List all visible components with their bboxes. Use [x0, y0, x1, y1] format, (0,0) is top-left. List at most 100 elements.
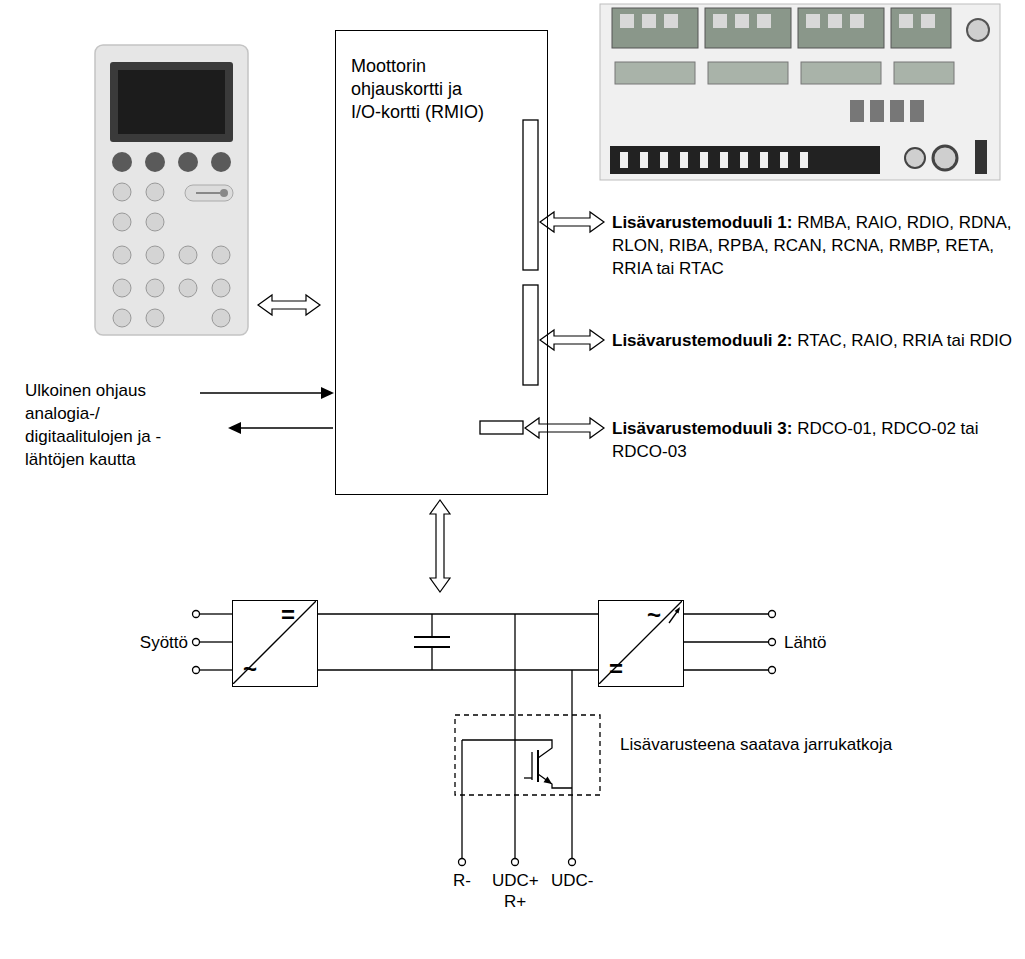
- option-module: [850, 100, 864, 122]
- brake-chopper-label: Lisävarusteena saatava jarrukatkoja: [620, 735, 892, 754]
- output-label: Lähtö: [784, 633, 827, 652]
- control-panel: [112, 152, 132, 172]
- capacitor-symbol: [431, 647, 432, 670]
- option-module: [828, 14, 842, 28]
- option-module: [735, 14, 749, 28]
- control-panel: [113, 183, 131, 201]
- power-wire: [769, 639, 776, 646]
- double-arrow: [525, 418, 604, 438]
- option-module: [610, 146, 880, 174]
- option-module: [850, 14, 864, 28]
- supply-label: Syöttö: [90, 631, 188, 654]
- variable-arrow: [675, 607, 681, 614]
- option-module: [600, 4, 1000, 180]
- option-slot: [480, 421, 523, 434]
- option-module: [660, 152, 668, 168]
- capacitor-symbol: [414, 636, 450, 638]
- control-panel: [113, 279, 131, 297]
- option-module: [967, 19, 989, 41]
- control-panel: [95, 45, 248, 335]
- brake-chopper: [537, 750, 539, 782]
- option-slot: [523, 120, 538, 270]
- option-module: [700, 152, 708, 168]
- option-module: [705, 8, 791, 48]
- brake-chopper: [538, 774, 572, 788]
- module-slot-title: Lisävarustemoduuli 3:: [612, 419, 792, 438]
- node-text: ~: [647, 603, 661, 627]
- brake-chopper: [455, 715, 600, 795]
- control-panel: [185, 185, 233, 201]
- power-wire: [684, 641, 768, 642]
- power-wire: [769, 667, 776, 674]
- node-text: =: [609, 657, 623, 681]
- control-panel: [118, 70, 225, 134]
- brake-chopper: [531, 752, 532, 780]
- option-module: [760, 152, 768, 168]
- double-arrow: [430, 500, 450, 592]
- control-board-box: Moottorin ohjauskortti ja I/O-kortti (RM…: [335, 30, 548, 495]
- dc-link-rail: [318, 613, 598, 614]
- brake-chopper: [455, 614, 600, 866]
- capacitor-symbol: [414, 614, 450, 670]
- option-module: [891, 8, 951, 48]
- option-module: [899, 14, 913, 28]
- module-slot-title: Lisävarustemoduuli 2:: [612, 331, 792, 350]
- power-wire: [193, 667, 200, 674]
- signal-arrow: [240, 427, 333, 429]
- signal-arrow: [200, 392, 322, 394]
- option-slot: [523, 285, 538, 385]
- control-panel: [146, 183, 164, 201]
- option-module: [615, 62, 695, 84]
- terminal-name: UDC-: [551, 869, 594, 892]
- control-panel: [113, 246, 131, 264]
- terminal-name: R+: [504, 890, 526, 913]
- control-panel: [178, 152, 198, 172]
- option-module: [870, 100, 884, 122]
- option-module: [664, 14, 678, 28]
- brake-chopper: [514, 614, 515, 858]
- node-text: =: [281, 603, 295, 627]
- converter-diagonal: [233, 601, 316, 684]
- control-panel: [110, 62, 233, 142]
- power-wire: [769, 611, 776, 618]
- option-module-label: Lisävarustemoduuli 1: RMBA, RAIO, RDIO, …: [612, 211, 1012, 280]
- power-wire: [684, 669, 768, 670]
- module-slot-title: Lisävarustemoduuli 1:: [612, 213, 792, 232]
- option-module: [708, 62, 788, 84]
- control-panel: [211, 152, 231, 172]
- dc-link-rail: [318, 669, 598, 670]
- node-text: ~: [243, 657, 257, 681]
- power-wire: [193, 639, 200, 646]
- option-module: [600, 4, 1000, 180]
- control-panel: [212, 309, 230, 327]
- node-text: Moottorin ohjauskortti ja I/O-kortti (RM…: [351, 55, 491, 124]
- terminal-name: R-: [453, 871, 471, 890]
- control-panel: [95, 45, 248, 335]
- power-wire: [200, 613, 232, 614]
- option-module: [640, 152, 648, 168]
- option-module: [780, 152, 788, 168]
- control-panel: [212, 246, 230, 264]
- control-panel: [146, 246, 164, 264]
- signal-arrow: [321, 387, 334, 399]
- brake-chopper: [544, 777, 553, 784]
- option-module: [800, 152, 808, 168]
- dc-link-rail: [318, 670, 598, 671]
- terminal-name: UDC-: [551, 871, 594, 890]
- option-module: [890, 100, 904, 122]
- control-panel: [179, 246, 197, 264]
- power-wire: [193, 611, 200, 618]
- brake-chopper: [524, 777, 532, 778]
- control-panel: [212, 279, 230, 297]
- control-panel: [113, 309, 131, 327]
- output-label: Lähtö: [784, 631, 827, 654]
- option-module: [612, 8, 698, 48]
- signal-arrow: [228, 422, 241, 434]
- power-wire: [200, 641, 232, 642]
- option-module: [910, 100, 924, 122]
- control-panel: [145, 152, 165, 172]
- terminal-name: UDC+: [492, 869, 539, 892]
